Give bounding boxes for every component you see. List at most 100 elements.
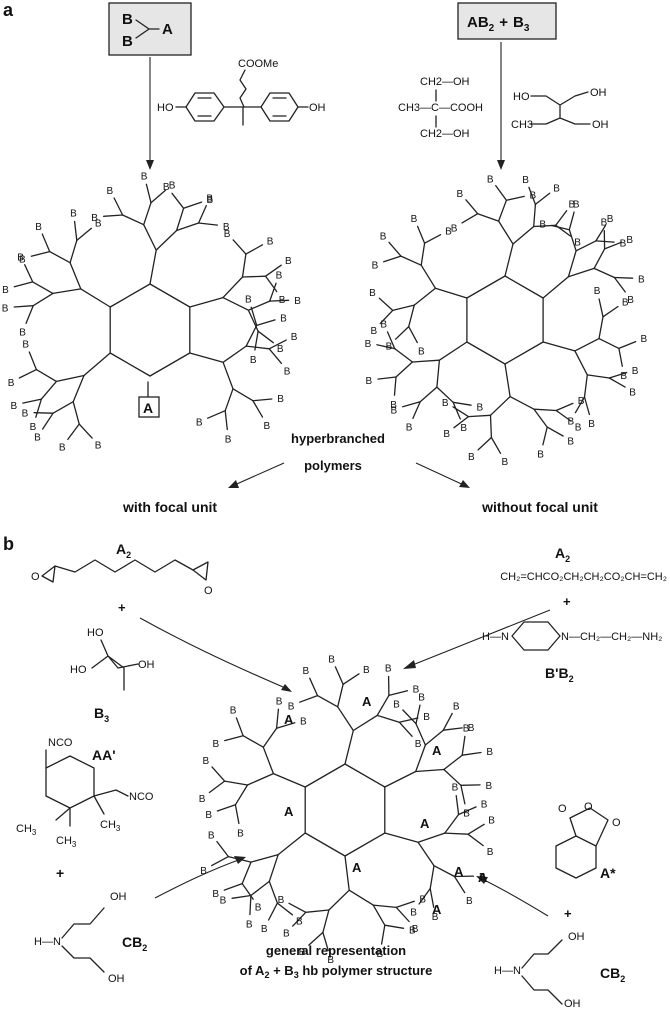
ipdi-ch3-b: CH3 bbox=[56, 835, 77, 849]
ab2-b3-plus: + bbox=[499, 14, 508, 31]
b3-text: B bbox=[513, 14, 524, 31]
bond-line bbox=[445, 815, 459, 834]
end-group-b: B bbox=[300, 716, 307, 727]
bond-line bbox=[217, 805, 235, 811]
end-group-b: B bbox=[245, 295, 252, 306]
bond-line bbox=[569, 212, 574, 230]
end-group-b: B bbox=[380, 232, 387, 243]
bond-line bbox=[26, 306, 33, 324]
bond-line bbox=[123, 215, 144, 225]
bisphenol-ester-label: COOMe bbox=[238, 58, 278, 70]
bond-line bbox=[29, 352, 36, 370]
end-group-b: B bbox=[200, 866, 207, 877]
bond-line bbox=[434, 866, 455, 877]
end-group-b: B bbox=[553, 184, 560, 195]
bond-line bbox=[269, 881, 277, 903]
bond-line bbox=[409, 327, 418, 343]
bond-line bbox=[53, 289, 81, 294]
focal-unit-box: A bbox=[139, 382, 159, 417]
bond-line bbox=[209, 781, 224, 792]
bond-line bbox=[345, 833, 385, 856]
bond-line bbox=[478, 438, 491, 450]
dea-right-oh-top: OH bbox=[568, 931, 585, 943]
tmp-ch3: CH3 bbox=[511, 119, 533, 131]
epoxide-o-left: O bbox=[31, 571, 40, 583]
bond-line bbox=[246, 346, 269, 349]
bond-line bbox=[443, 728, 462, 730]
bond-line bbox=[243, 736, 263, 748]
bond-line bbox=[421, 265, 435, 288]
bond-line bbox=[53, 402, 73, 414]
bond-line bbox=[289, 903, 306, 912]
bond-line bbox=[378, 377, 396, 379]
bond-line bbox=[338, 684, 343, 707]
internal-a-label: A bbox=[454, 864, 464, 879]
end-group-b: B bbox=[2, 285, 9, 296]
focal-unit-label: A bbox=[143, 400, 153, 416]
bond-line bbox=[396, 362, 412, 377]
bond-line bbox=[345, 764, 385, 787]
end-group-b: B bbox=[363, 665, 370, 676]
bond-line bbox=[235, 805, 239, 824]
bond-line bbox=[413, 402, 420, 419]
internal-a-label: A bbox=[432, 743, 442, 758]
bond-line bbox=[385, 925, 404, 928]
bond-line bbox=[338, 707, 354, 731]
bond-line bbox=[50, 252, 70, 263]
bond-line bbox=[389, 242, 401, 256]
end-group-b: B bbox=[366, 376, 373, 387]
dmpa-top: CH2—OH bbox=[420, 76, 470, 88]
bond-line bbox=[243, 254, 246, 277]
internal-a-label: A bbox=[284, 804, 294, 819]
svg-text:A2: A2 bbox=[116, 541, 131, 560]
bond-line bbox=[212, 857, 229, 866]
bond-line bbox=[409, 305, 415, 327]
bond-line bbox=[243, 276, 266, 277]
bond-line bbox=[543, 427, 547, 445]
bond-line bbox=[81, 289, 110, 307]
end-group-b: B bbox=[601, 218, 608, 229]
end-group-b: B bbox=[246, 920, 253, 931]
end-group-b: B bbox=[463, 724, 470, 735]
ab2-b-bottom: B bbox=[122, 33, 133, 50]
end-group-b: B bbox=[411, 214, 418, 225]
bond-line bbox=[25, 265, 33, 282]
ab2-b3-monomer-box: AB2+B3 bbox=[458, 3, 556, 39]
bond-line bbox=[144, 225, 157, 250]
end-group-b: B bbox=[573, 199, 580, 210]
svg-text:B3: B3 bbox=[94, 705, 109, 724]
end-group-b: B bbox=[261, 924, 268, 935]
end-group-b: B bbox=[626, 235, 633, 246]
bond-line bbox=[462, 214, 478, 223]
dea-left-name: CB bbox=[122, 934, 142, 950]
epoxide-o-right: O bbox=[204, 585, 213, 597]
bond-line bbox=[172, 193, 184, 208]
bond-line bbox=[184, 202, 202, 208]
diacrylate-formula: CH₂=CHCO₂CH₂CH₂CO₂CH=CH₂ bbox=[500, 571, 667, 583]
bond-line bbox=[594, 268, 614, 277]
bond-line bbox=[277, 903, 292, 915]
ipdi-name: AA' bbox=[92, 747, 116, 763]
bond-line bbox=[599, 339, 619, 349]
bond-line bbox=[599, 299, 603, 317]
end-group-b: B bbox=[451, 224, 458, 235]
internal-a-label: A bbox=[432, 902, 442, 917]
bond-line bbox=[453, 402, 471, 405]
bond-line bbox=[349, 890, 373, 905]
arrow-epoxide-to-center bbox=[140, 618, 292, 692]
bond-line bbox=[305, 833, 345, 856]
bond-line bbox=[79, 424, 92, 438]
bond-line bbox=[150, 284, 190, 307]
bond-line bbox=[505, 276, 543, 298]
bond-line bbox=[199, 223, 218, 225]
bond-line bbox=[177, 208, 184, 230]
bond-line bbox=[263, 747, 273, 773]
end-group-b: B bbox=[277, 394, 284, 405]
end-group-b: B bbox=[19, 254, 26, 265]
bond-line bbox=[306, 910, 329, 912]
bond-line bbox=[233, 240, 246, 254]
bond-line bbox=[253, 399, 272, 401]
bond-line bbox=[619, 348, 622, 366]
bond-line bbox=[233, 389, 253, 401]
